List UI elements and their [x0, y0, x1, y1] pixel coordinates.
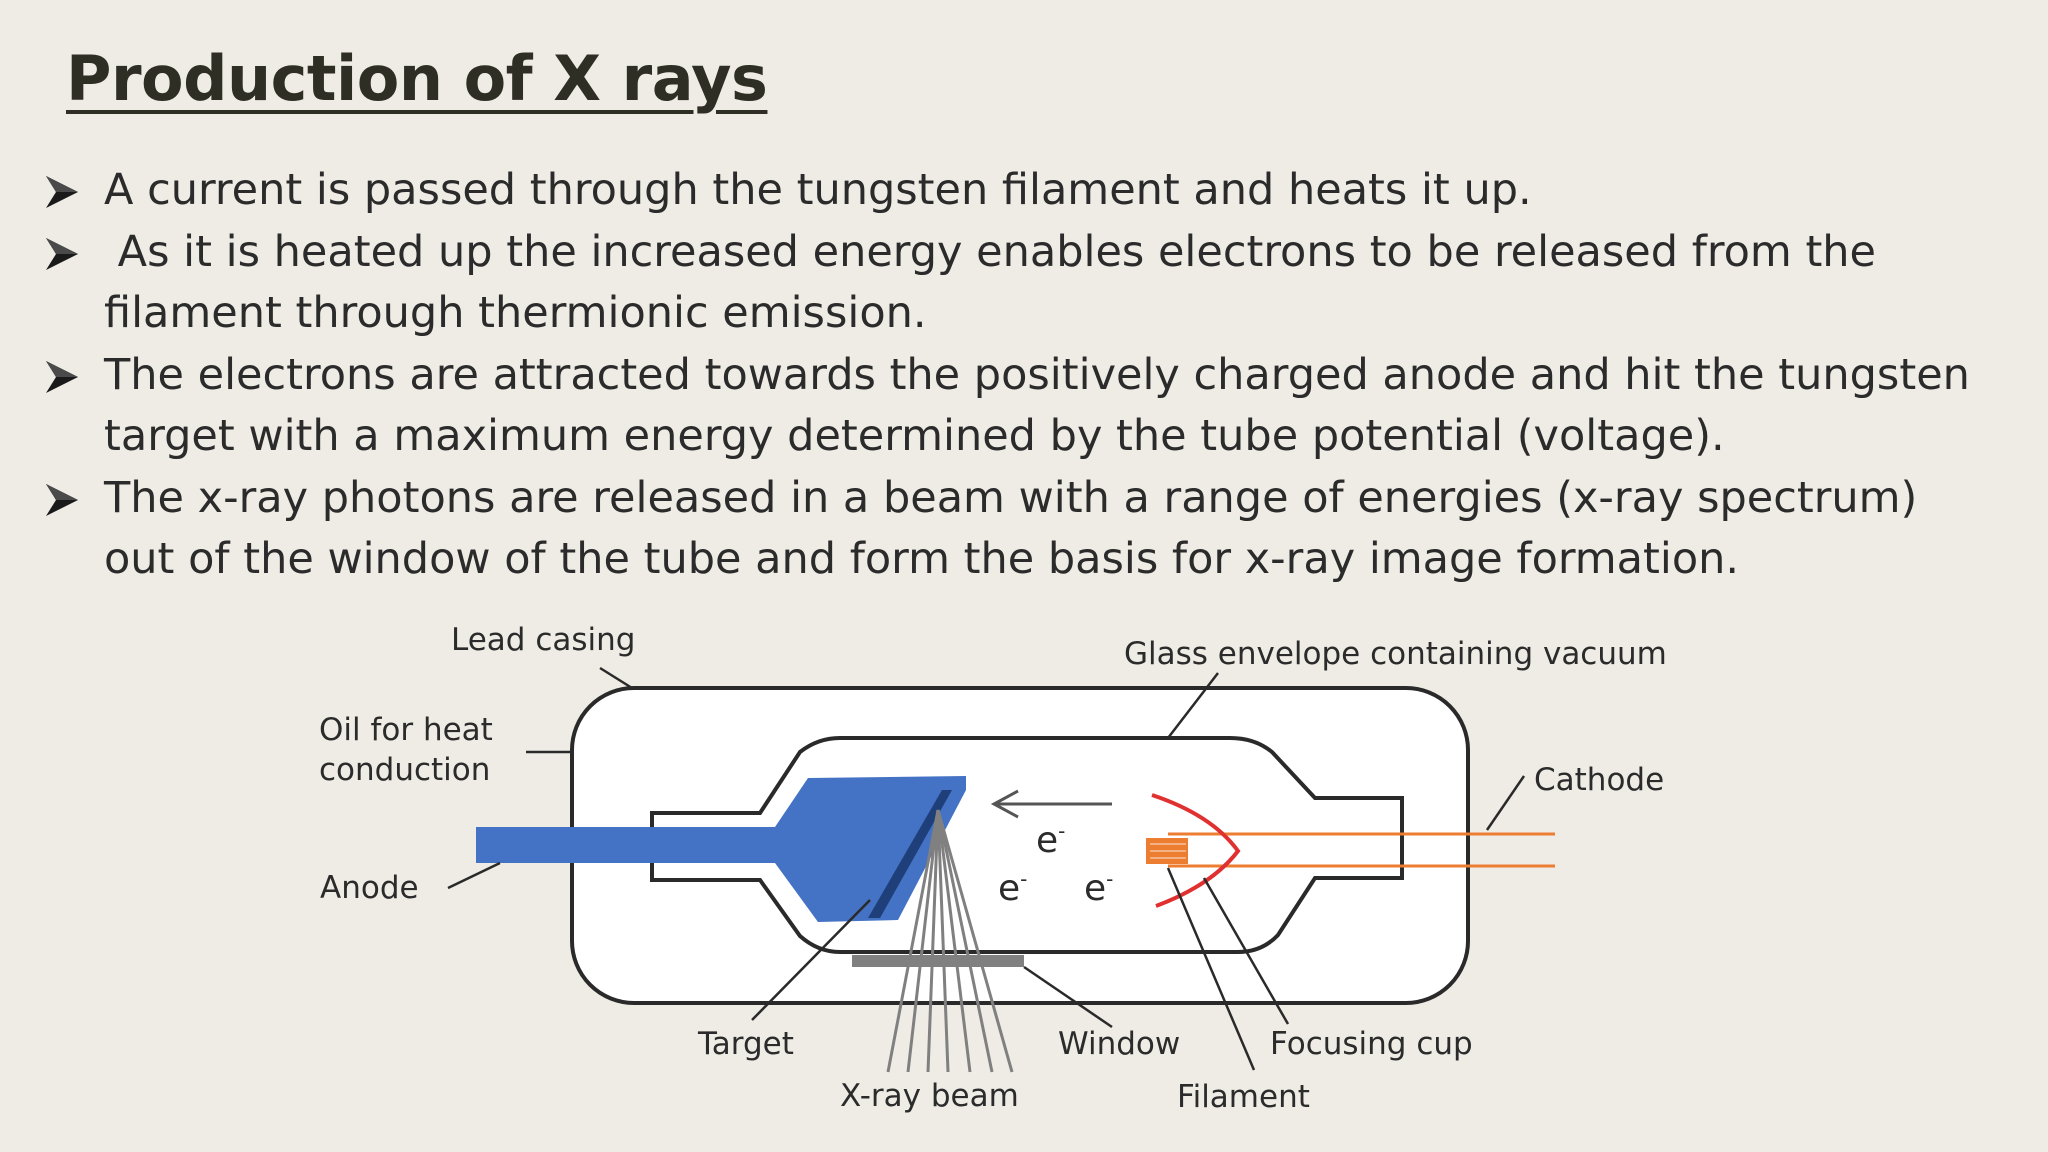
electron-symbol: e-	[1036, 819, 1065, 861]
bullet-item: As it is heated up the increased energy …	[44, 222, 1984, 345]
target	[868, 790, 952, 918]
label-lead-casing: Lead casing	[451, 622, 635, 658]
leader-lines	[447, 666, 1526, 1071]
arrowhead-bullet-icon	[44, 236, 84, 272]
focusing-cup	[1151, 793, 1241, 908]
arrowhead-bullet-icon	[44, 174, 84, 210]
bullet-item: The electrons are attracted towards the …	[44, 345, 1984, 468]
electron-symbol: e-	[998, 867, 1027, 909]
label-oil-line1: Oil for heat	[319, 712, 493, 748]
bullet-item: The x-ray photons are released in a beam…	[44, 468, 1984, 591]
label-cathode: Cathode	[1534, 762, 1664, 798]
window	[852, 955, 1024, 967]
label-glass-envelope: Glass envelope containing vacuum	[1124, 636, 1667, 672]
slide-title: Production of X rays	[66, 42, 768, 115]
electron-symbol: e-	[1084, 867, 1113, 909]
cathode-wires	[1168, 832, 1555, 868]
xray-beam	[886, 809, 1014, 1073]
label-anode: Anode	[320, 870, 419, 906]
arrowhead-bullet-icon	[44, 359, 84, 395]
bullet-list: A current is passed through the tungsten…	[44, 160, 1984, 591]
anode-rod	[476, 827, 812, 863]
bullet-item: A current is passed through the tungsten…	[44, 160, 1984, 222]
label-filament: Filament	[1177, 1079, 1310, 1115]
label-oil-line2: conduction	[319, 752, 490, 788]
bullet-text: A current is passed through the tungsten…	[104, 165, 1532, 215]
bullet-text: The electrons are attracted towards the …	[104, 349, 1970, 462]
bullet-text: The x-ray photons are released in a beam…	[104, 472, 1918, 585]
anode-block	[775, 776, 966, 922]
label-focusing-cup: Focusing cup	[1270, 1026, 1473, 1062]
bullet-text: As it is heated up the increased energy …	[104, 226, 1890, 339]
electron-direction-arrow	[990, 789, 1112, 819]
arrowhead-bullet-icon	[44, 482, 84, 518]
label-window: Window	[1058, 1026, 1180, 1062]
label-xray-beam: X-ray beam	[840, 1078, 1019, 1114]
label-target: Target	[697, 1026, 794, 1062]
